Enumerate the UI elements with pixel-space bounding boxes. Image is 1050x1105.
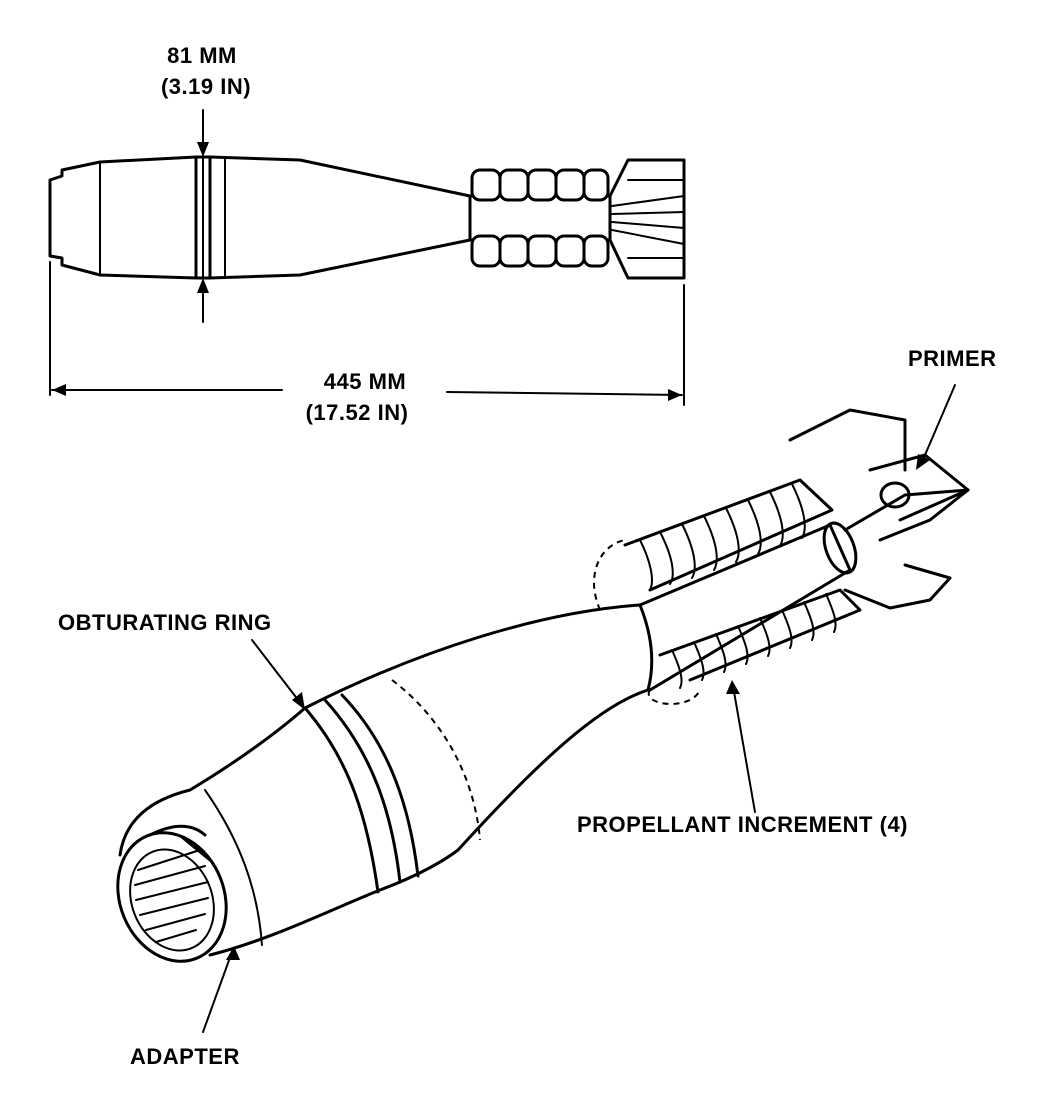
adapter-label: ADAPTER — [130, 1044, 240, 1069]
increments-upper — [470, 168, 610, 202]
diameter-dimension — [197, 109, 209, 323]
diameter-in-label: (3.19 IN) — [160, 74, 252, 99]
increment-ribs-upper — [623, 478, 834, 592]
length-in-label: (17.52 IN) — [305, 400, 409, 425]
perspective-view — [116, 408, 970, 963]
propellant-increment-label: PROPELLANT INCREMENT (4) — [577, 812, 908, 837]
side-view — [48, 155, 686, 280]
diameter-mm-label: 81 MM — [167, 43, 237, 68]
increment-ribs-lower — [658, 588, 862, 689]
primer-label: PRIMER — [908, 346, 997, 371]
length-mm-label: 445 MM — [323, 369, 407, 394]
increments-lower — [470, 234, 610, 268]
obturating-ring-label: OBTURATING RING — [58, 610, 272, 635]
leader-lines — [202, 384, 956, 1033]
length-dimension — [49, 261, 685, 406]
